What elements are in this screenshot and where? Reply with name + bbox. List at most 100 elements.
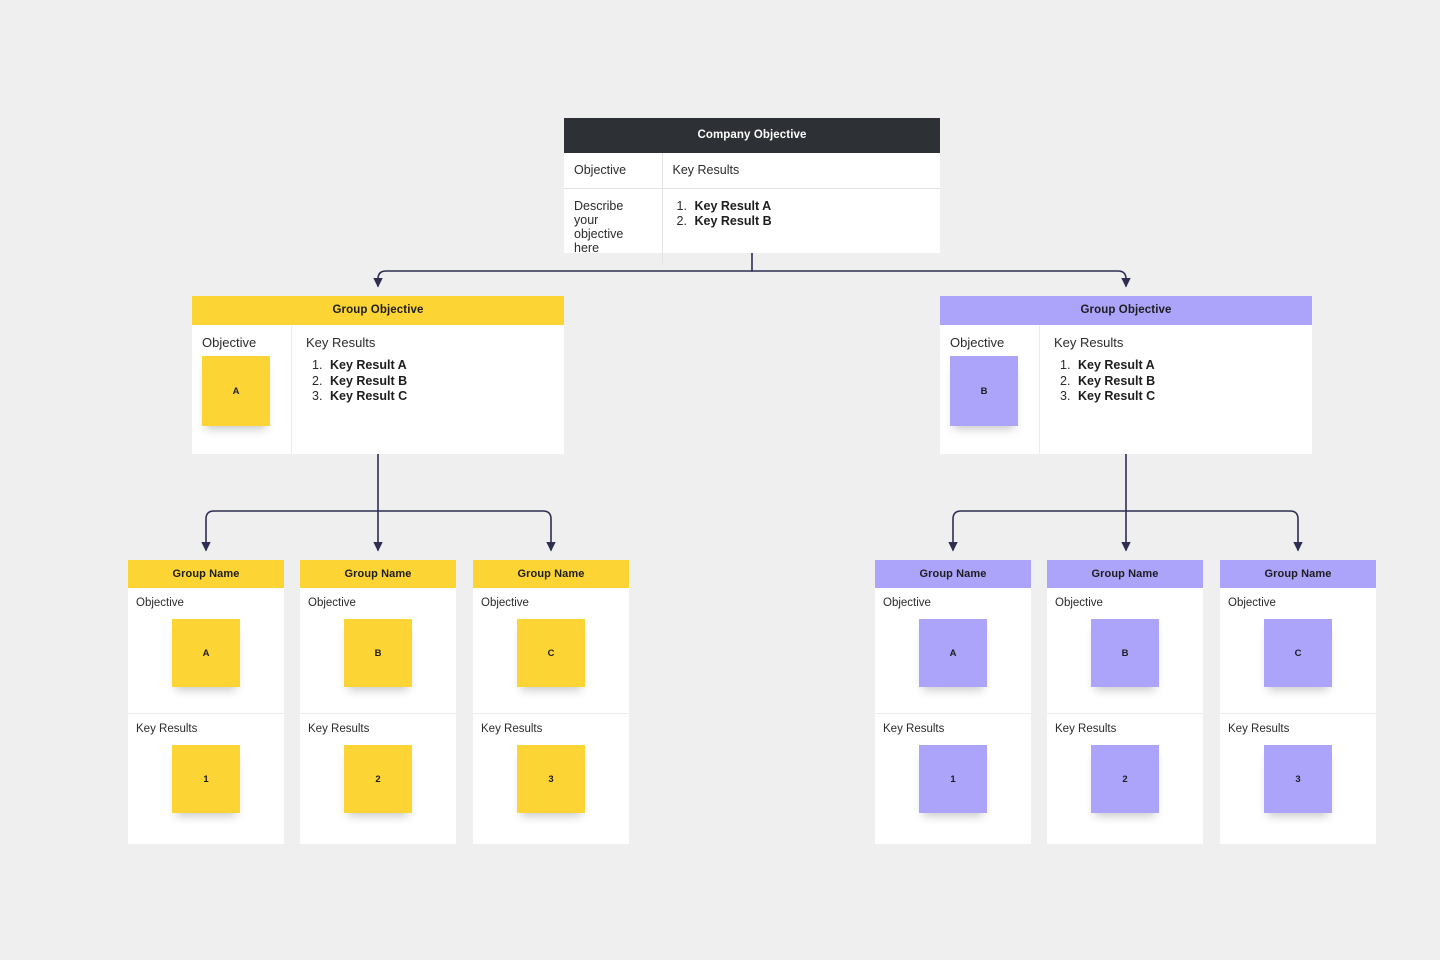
list-text: Key Result B — [330, 373, 408, 388]
sticky-note-key-result[interactable]: 2 — [1091, 745, 1159, 813]
group-objective-right-column: Key Results 1. Key Result A 2. Key Resul… — [292, 325, 564, 454]
list-item: 2. Key Result B — [306, 374, 564, 390]
key-results-label: Key Results — [1228, 723, 1290, 735]
list-item: 1. Key Result A — [673, 199, 929, 214]
objective-label: Objective — [1228, 597, 1276, 609]
group-name-card-yellow-3[interactable]: Group Name Objective C Key Results 3 — [473, 560, 629, 844]
list-item: 2. Key Result B — [673, 214, 929, 229]
sticky-note-objective[interactable]: B — [1091, 619, 1159, 687]
group-objective-body: Objective A Key Results 1. Key Result A … — [192, 325, 564, 454]
key-results-section: Key Results 1 — [128, 714, 284, 844]
objective-label: Objective — [136, 597, 184, 609]
sticky-note-objective[interactable]: A — [172, 619, 240, 687]
key-results-section: Key Results 2 — [300, 714, 456, 844]
group-objective-left-column: Objective B — [940, 325, 1040, 454]
connector-yellow-branch-1 — [201, 510, 379, 552]
sticky-note-objective[interactable]: B — [950, 356, 1018, 426]
connector-company-right-branch — [751, 270, 1131, 288]
key-results-label: Key Results — [136, 723, 198, 735]
company-col-objective-header: Objective — [564, 153, 663, 189]
sticky-note-key-result[interactable]: 1 — [919, 745, 987, 813]
group-objective-right-column: Key Results 1. Key Result A 2. Key Resul… — [1040, 325, 1312, 454]
group-name-title: Group Name — [1047, 560, 1203, 588]
group-name-card-purple-1[interactable]: Group Name Objective A Key Results 1 — [875, 560, 1031, 844]
company-objective-card[interactable]: Company Objective Objective Key Results … — [564, 118, 940, 265]
list-text: Key Result B — [694, 214, 772, 228]
group-objective-label: Objective — [202, 335, 257, 350]
list-text: Key Result A — [1078, 358, 1155, 372]
list-number: 3. — [1060, 389, 1071, 403]
key-results-label: Key Results — [883, 723, 945, 735]
group-name-title: Group Name — [473, 560, 629, 588]
sticky-note-objective[interactable]: C — [1264, 619, 1332, 687]
table-header-row: Objective Key Results — [564, 153, 940, 189]
objective-section: Objective B — [300, 588, 456, 714]
group-key-results-label: Key Results — [1054, 335, 1124, 350]
sticky-note-objective[interactable]: B — [344, 619, 412, 687]
group-objective-title: Group Objective — [940, 296, 1312, 325]
group-objective-card-purple[interactable]: Group Objective Objective B Key Results … — [940, 296, 1312, 454]
group-objective-left-column: Objective A — [192, 325, 292, 454]
list-item: 3. Key Result C — [306, 389, 564, 405]
sticky-note-objective[interactable]: A — [202, 356, 270, 426]
objective-label: Objective — [481, 597, 529, 609]
list-text: Key Result C — [1078, 389, 1156, 403]
sticky-note-key-result[interactable]: 2 — [344, 745, 412, 813]
company-key-results-list: 1. Key Result A 2. Key Result B — [673, 199, 929, 229]
key-results-section: Key Results 3 — [473, 714, 629, 844]
group-name-card-purple-3[interactable]: Group Name Objective C Key Results 3 — [1220, 560, 1376, 844]
list-number: 2. — [676, 214, 687, 228]
company-key-results-cell: 1. Key Result A 2. Key Result B — [662, 189, 940, 266]
list-number: 1. — [676, 199, 687, 213]
table-row: Describe your objective here 1. Key Resu… — [564, 188, 940, 266]
sticky-note-objective[interactable]: A — [919, 619, 987, 687]
group-key-results-list: 1. Key Result A 2. Key Result B 3. Key R… — [306, 358, 564, 405]
group-name-card-yellow-2[interactable]: Group Name Objective B Key Results 2 — [300, 560, 456, 844]
sticky-note-objective[interactable]: C — [517, 619, 585, 687]
company-objective-table: Objective Key Results Describe your obje… — [564, 153, 940, 265]
group-name-card-purple-2[interactable]: Group Name Objective B Key Results 2 — [1047, 560, 1203, 844]
connector-yellow-branch-3 — [377, 510, 556, 552]
list-item: 2. Key Result B — [1054, 374, 1312, 390]
group-objective-card-yellow[interactable]: Group Objective Objective A Key Results … — [192, 296, 564, 454]
list-text: Key Result C — [330, 389, 408, 403]
sticky-note-key-result[interactable]: 3 — [517, 745, 585, 813]
objective-section: Objective B — [1047, 588, 1203, 714]
list-number: 2. — [312, 373, 323, 388]
company-objective-text: Describe your objective here — [564, 188, 663, 265]
connector-company-left-branch — [373, 270, 753, 288]
list-number: 2. — [1060, 373, 1071, 388]
objective-label: Objective — [1055, 597, 1103, 609]
objective-section: Objective C — [473, 588, 629, 714]
list-item: 1. Key Result A — [306, 358, 564, 374]
key-results-section: Key Results 3 — [1220, 714, 1376, 844]
objective-label: Objective — [883, 597, 931, 609]
list-item: 3. Key Result C — [1054, 389, 1312, 405]
connector-purple-branch-3 — [1125, 510, 1303, 552]
list-number: 3. — [312, 389, 323, 403]
group-objective-label: Objective — [950, 335, 1005, 350]
list-text: Key Result B — [1078, 373, 1156, 388]
group-name-card-yellow-1[interactable]: Group Name Objective A Key Results 1 — [128, 560, 284, 844]
objective-section: Objective A — [875, 588, 1031, 714]
sticky-note-key-result[interactable]: 3 — [1264, 745, 1332, 813]
objective-section: Objective C — [1220, 588, 1376, 714]
key-results-section: Key Results 1 — [875, 714, 1031, 844]
key-results-label: Key Results — [1055, 723, 1117, 735]
objective-section: Objective A — [128, 588, 284, 714]
group-name-title: Group Name — [128, 560, 284, 588]
key-results-label: Key Results — [481, 723, 543, 735]
group-key-results-label: Key Results — [306, 335, 376, 350]
group-name-title: Group Name — [1220, 560, 1376, 588]
group-name-title: Group Name — [300, 560, 456, 588]
company-objective-title: Company Objective — [564, 118, 940, 153]
key-results-label: Key Results — [308, 723, 370, 735]
group-objective-body: Objective B Key Results 1. Key Result A … — [940, 325, 1312, 454]
sticky-note-key-result[interactable]: 1 — [172, 745, 240, 813]
objective-label: Objective — [308, 597, 356, 609]
list-number: 1. — [312, 358, 323, 372]
group-key-results-list: 1. Key Result A 2. Key Result B 3. Key R… — [1054, 358, 1312, 405]
list-text: Key Result A — [694, 199, 772, 213]
connector-purple-branch-1 — [948, 510, 1127, 552]
